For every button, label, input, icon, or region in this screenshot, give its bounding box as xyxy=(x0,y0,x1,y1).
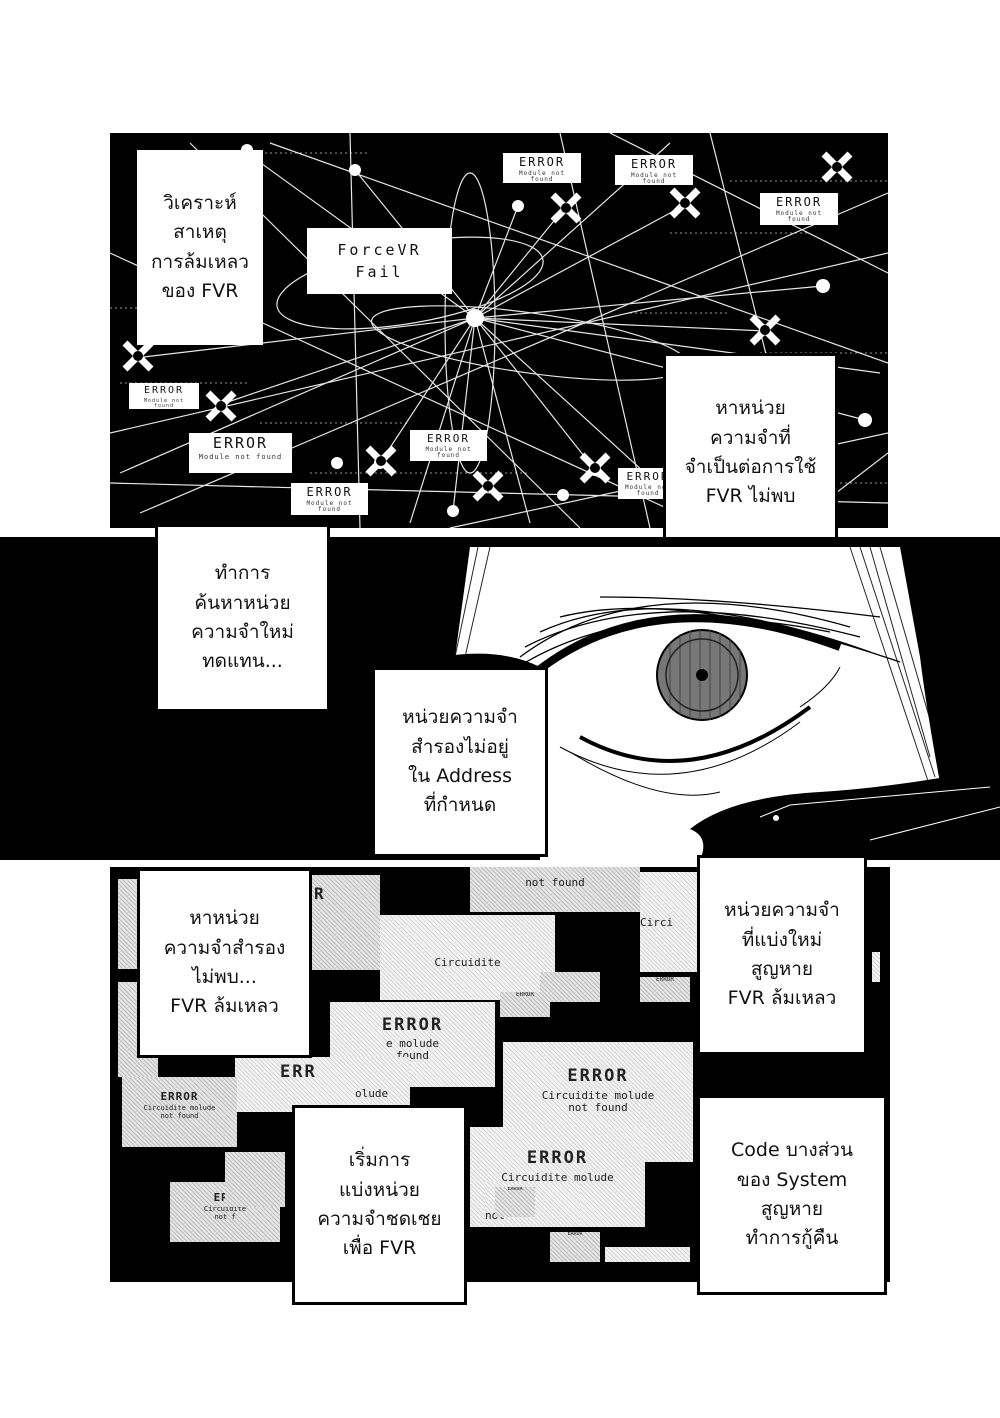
error-label: ERROR Module not found xyxy=(189,433,292,473)
glitch-tile: R xyxy=(310,875,380,970)
error-label: ERROR Module not found xyxy=(615,155,693,185)
error-label: ERROR Module not found xyxy=(291,483,368,515)
glitch-tile: ERROR xyxy=(640,977,690,1002)
narration-bubble-analysis: วิเคราะห์ สาเหตุ การล้มเหลว ของ FVR xyxy=(137,150,263,345)
error-collage-card: ERROR e molude found xyxy=(330,1002,495,1087)
forcevr-fail-box: ForceVR Fail xyxy=(307,228,452,294)
glitch-tile xyxy=(118,879,138,969)
error-collage-card: ERROR Circuidite molude not found xyxy=(122,1077,237,1147)
glitch-tile: ERROR xyxy=(550,1232,600,1262)
eye-illustration xyxy=(440,546,1000,860)
glitch-tile: ERROR xyxy=(495,1187,535,1217)
narration-bubble-backup-not-at-address: หน่วยความจำ สำรองไม่อยู่ ใน Address ที่ก… xyxy=(372,667,548,857)
narration-bubble-memory-not-found: หาหน่วย ความจำที่ จำเป็นต่อการใช้ FVR ไม… xyxy=(663,353,838,553)
panel-diagnostic-network: ForceVR Fail ERROR Module not found ERRO… xyxy=(110,133,888,528)
glitch-tile xyxy=(605,1247,690,1262)
narration-bubble-backup-not-found: หาหน่วย ความจำสำรอง ไม่พบ... FVR ล้มเหลว xyxy=(137,868,312,1058)
glitch-tile: Circuidite xyxy=(380,915,555,1000)
narration-bubble-start-partition: เริ่มการ แบ่งหน่วย ความจำชดเชย เพื่อ FVR xyxy=(292,1105,467,1305)
error-collage-card: ERR olude xyxy=(235,1057,410,1112)
error-label: ERROR Module not found xyxy=(410,430,487,461)
glitch-tile xyxy=(540,972,600,1002)
narration-bubble-new-partition-lost: หน่วยความจำ ที่แบ่งใหม่ สูญหาย FVR ล้มเห… xyxy=(697,855,867,1055)
narration-bubble-code-restore: Code บางส่วน ของ System สูญหาย ทำการกู้ค… xyxy=(697,1095,887,1295)
glitch-tile xyxy=(225,1152,285,1207)
narration-bubble-search-new-memory: ทำการ ค้นหาหน่วย ความจำใหม่ ทดแทน... xyxy=(155,527,330,712)
error-label: ERROR Module not found xyxy=(760,193,838,225)
error-label: ERROR Module not found xyxy=(503,153,581,183)
glitch-tile: ERROR xyxy=(500,992,550,1017)
glitch-tile: Circi xyxy=(640,872,700,972)
error-label: ERROR Module not found xyxy=(129,383,199,409)
glitch-tile xyxy=(872,952,880,982)
glitch-tile: not found xyxy=(470,867,640,912)
